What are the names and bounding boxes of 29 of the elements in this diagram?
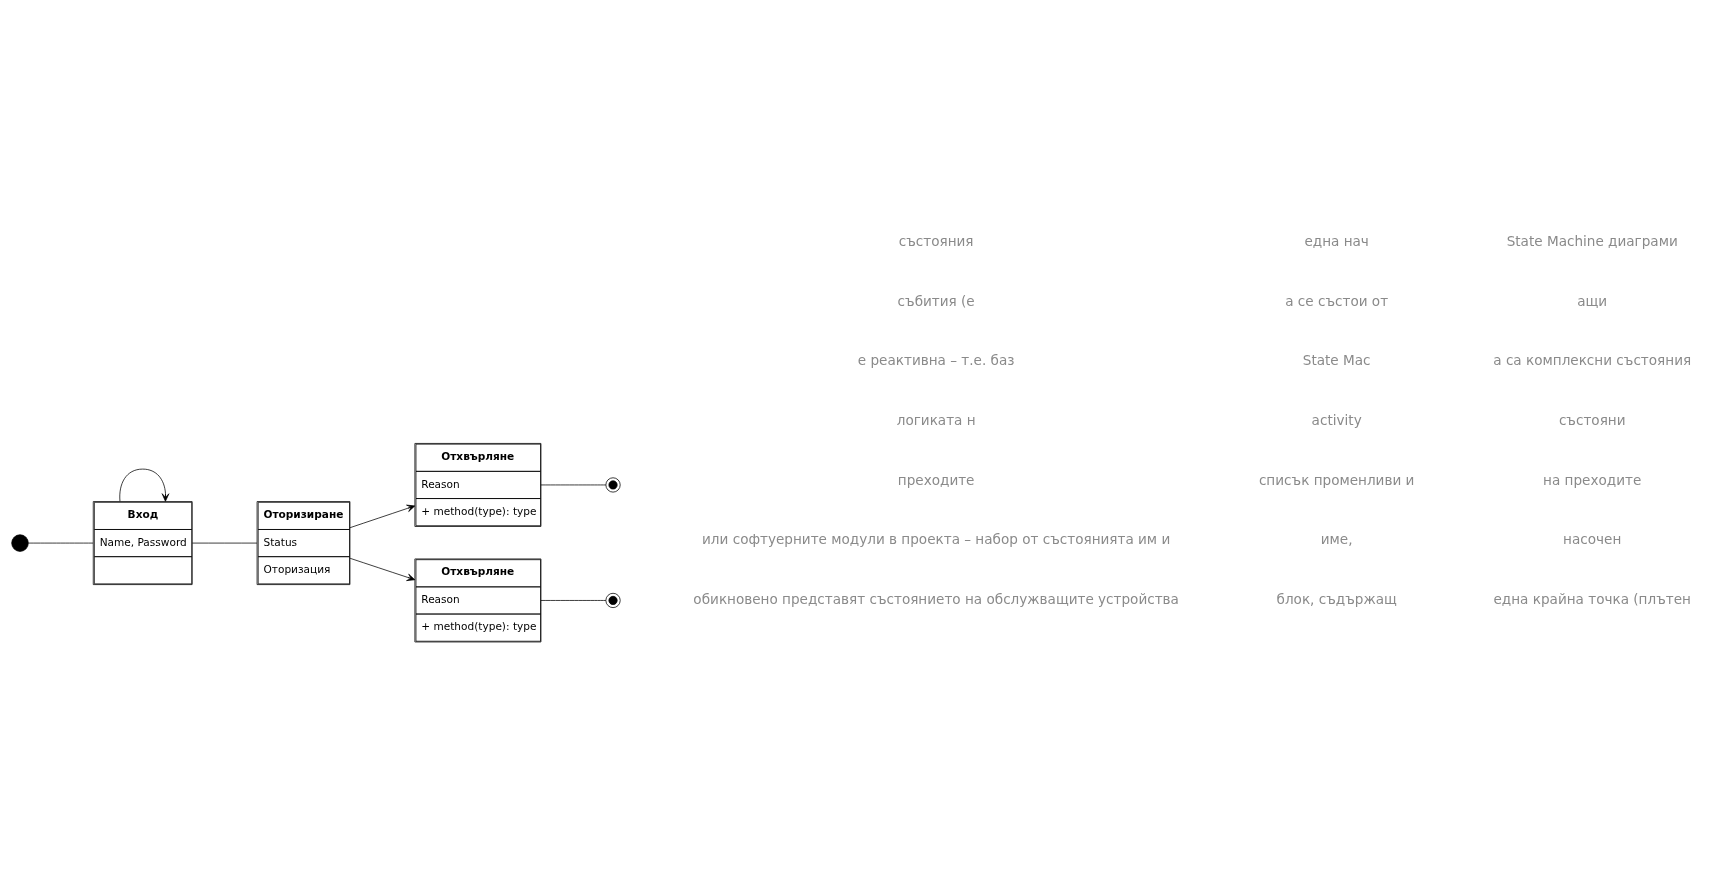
label: логиката н — [896, 411, 976, 428]
arrow — [119, 468, 170, 502]
arrow — [349, 504, 416, 529]
label: обикновено представят състоянието на обслужващите устройства — [693, 590, 1179, 607]
label: списък променливи и — [1258, 471, 1415, 488]
label: activity — [1311, 411, 1362, 428]
connector — [191, 542, 258, 544]
label: е реактивна – т.е. баз — [857, 352, 1015, 369]
label: състояни — [1558, 411, 1626, 428]
label: блок, съдържащ — [1276, 590, 1397, 607]
label: а са комплексни състояния — [1493, 352, 1692, 369]
label: събития (е — [897, 292, 975, 309]
connector — [27, 542, 94, 544]
label: State Mac — [1302, 352, 1371, 369]
label: а се състои от — [1285, 292, 1389, 309]
label: преходите — [897, 471, 975, 488]
label: насочен — [1563, 531, 1622, 548]
label: или софтуерните модули в проекта – набор от състоянията им и — [702, 531, 1171, 548]
label: State Machine диаграми — [1506, 232, 1678, 249]
arrow — [349, 557, 416, 581]
node-circle — [11, 534, 29, 552]
label: една крайна точка (плътен — [1493, 590, 1691, 607]
label: име, — [1320, 531, 1353, 548]
label: на преходите — [1543, 471, 1642, 488]
connector — [540, 600, 607, 601]
label: ащи — [1577, 292, 1608, 309]
label: една нач — [1304, 232, 1369, 249]
connector — [540, 484, 607, 486]
label: състояния — [898, 232, 974, 249]
